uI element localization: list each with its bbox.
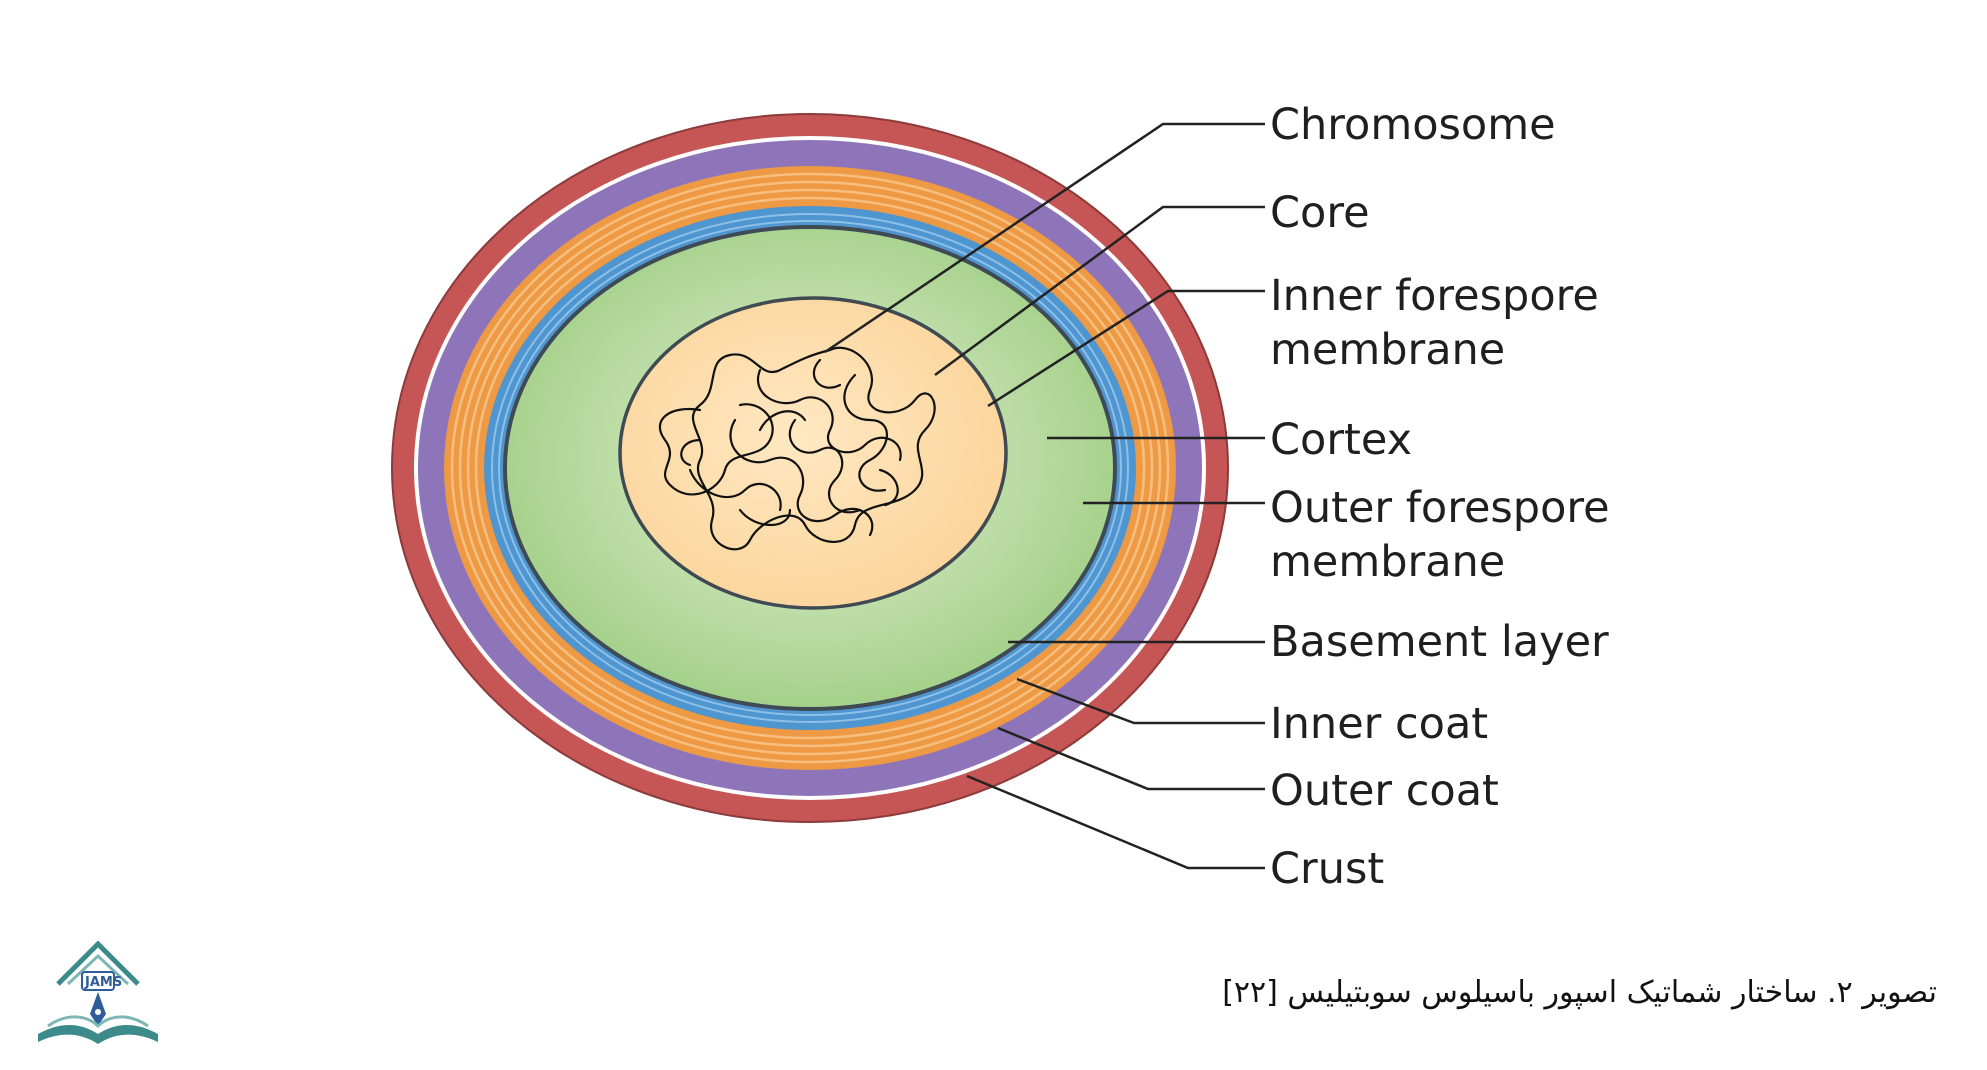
inner-coat-stripes <box>450 172 1170 764</box>
label-outer-coat: Outer coat <box>1270 766 1499 816</box>
logo-book-icon <box>38 1024 158 1044</box>
label-chromosome: Chromosome <box>1270 100 1556 150</box>
spore-layers <box>391 113 1229 823</box>
leader-outer-coat <box>997 726 1265 791</box>
basement-stripes <box>491 213 1129 723</box>
leader-inner-coat <box>1016 677 1265 725</box>
label-inner-coat: Inner coat <box>1270 699 1488 749</box>
chromosome-tangle <box>658 346 936 551</box>
label-outer-forespore-membrane-2: membrane <box>1270 537 1505 587</box>
label-core: Core <box>1270 188 1370 238</box>
label-cortex: Cortex <box>1270 415 1412 465</box>
layer-labels: Chromosome Core Inner forespore membrane… <box>1270 100 1610 894</box>
label-inner-forespore-membrane-1: Inner forespore <box>1270 271 1599 321</box>
leader-lines <box>824 122 1265 870</box>
leader-core <box>934 205 1265 377</box>
outer-forespore-membrane <box>503 225 1117 711</box>
leader-crust <box>966 774 1265 870</box>
label-basement-layer: Basement layer <box>1270 617 1609 667</box>
jams-logo: JAMS <box>38 940 158 1044</box>
label-crust: Crust <box>1270 844 1384 894</box>
logo-text: JAMS <box>84 975 122 990</box>
label-outer-forespore-membrane-1: Outer forespore <box>1270 483 1610 533</box>
figure-caption: تصویر ۲. ساختار شماتیک اسپور باسیلوس سوب… <box>1222 975 1937 1010</box>
logo-roof-icon <box>56 940 140 986</box>
leader-chromosome <box>824 122 1265 354</box>
label-inner-forespore-membrane-2: membrane <box>1270 325 1505 375</box>
leader-inner-forespore-membrane <box>987 289 1265 408</box>
